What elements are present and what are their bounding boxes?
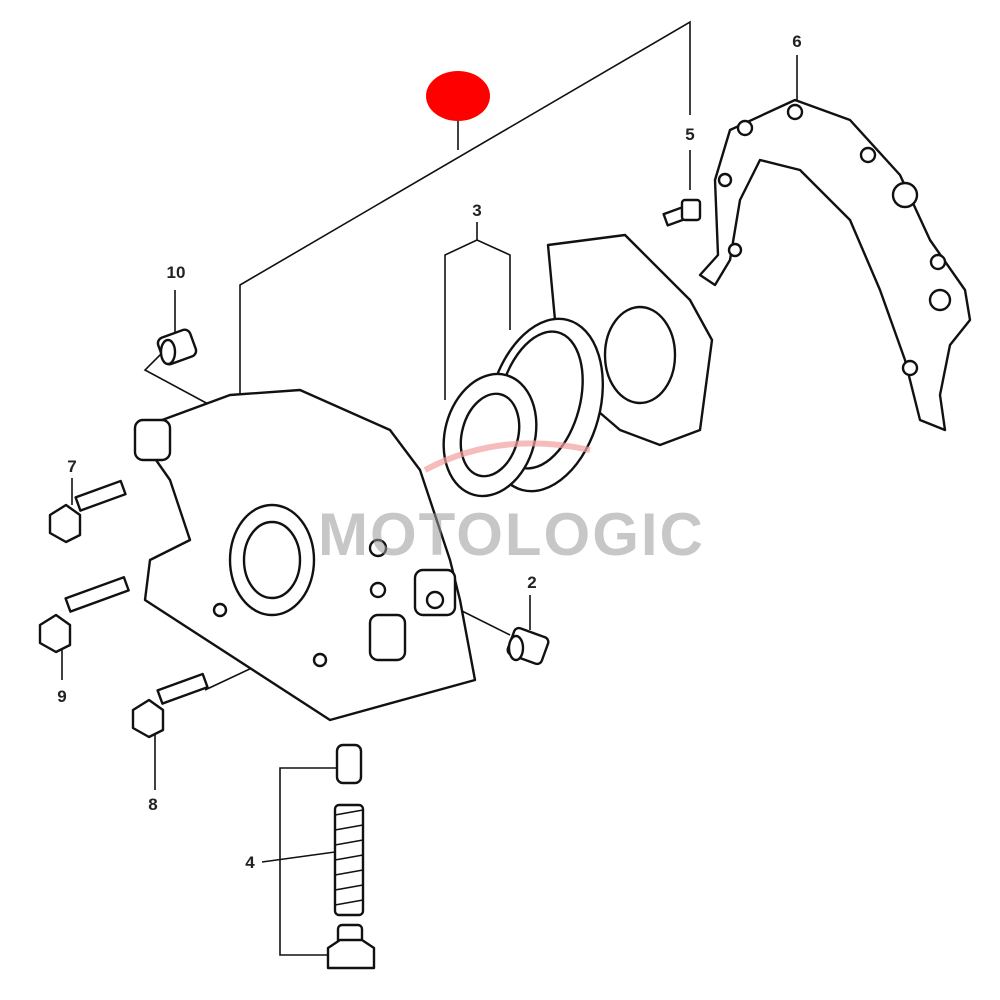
gasket-bolt-holes xyxy=(717,103,952,377)
cap-nut-2 xyxy=(506,626,550,666)
label-3: 3 xyxy=(472,201,481,220)
label-9: 9 xyxy=(57,687,66,706)
bolt-5 xyxy=(662,198,702,227)
watermark: MOTOLOGIC xyxy=(318,440,705,568)
bolt-8 xyxy=(131,672,209,739)
watermark-text: MOTOLOGIC xyxy=(318,501,705,568)
label-7: 7 xyxy=(67,457,76,476)
relief-valve-set-4 xyxy=(326,743,376,970)
gasket-6 xyxy=(698,98,972,432)
cover-opening xyxy=(603,305,677,405)
label-10: 10 xyxy=(167,263,186,282)
label-6: 6 xyxy=(792,32,801,51)
label-5: 5 xyxy=(685,125,694,144)
label-8: 8 xyxy=(148,795,157,814)
dowel-bush-10 xyxy=(156,328,198,366)
highlight-marker[interactable] xyxy=(426,71,490,121)
label-2: 2 xyxy=(527,573,536,592)
label-4: 4 xyxy=(245,853,255,872)
bolt-9 xyxy=(38,576,130,654)
bolt-7 xyxy=(48,479,127,544)
